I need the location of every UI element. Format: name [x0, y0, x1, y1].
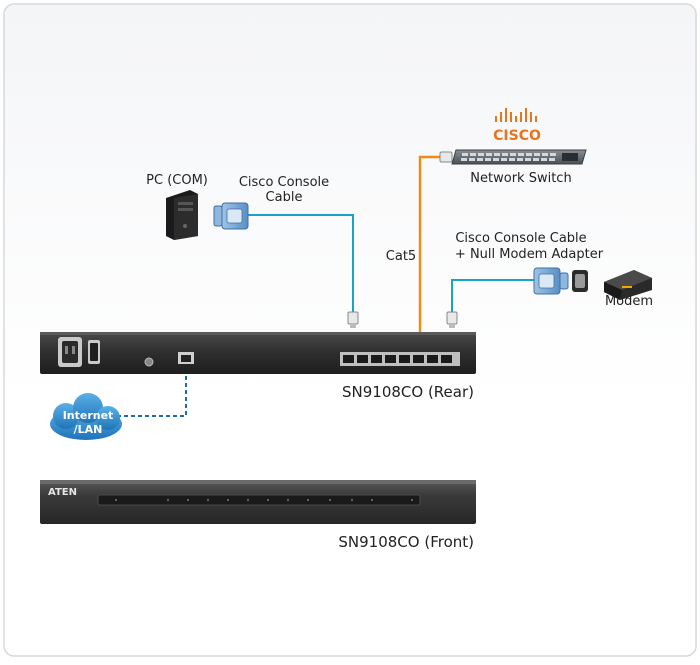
- cisco-console-cable-label-line2: Cable: [266, 190, 303, 205]
- pc-tower-icon: [166, 190, 198, 240]
- lan-cable: [118, 362, 187, 417]
- network-switch-label: Network Switch: [470, 171, 571, 186]
- rj45-plug-icon: [347, 311, 359, 328]
- cisco-console-cable-label-line1: Cisco Console: [239, 175, 329, 190]
- power-inlet-icon: [58, 337, 82, 367]
- internet-cloud-icon: [50, 393, 122, 440]
- serial-ports-icon: [340, 352, 460, 366]
- db9-connector-icon: [213, 202, 249, 230]
- cisco-logo-bars-icon: [495, 108, 537, 122]
- rj45-plug-icon: [439, 151, 453, 163]
- modem-console-cable: [451, 279, 534, 312]
- background-card: [3, 3, 697, 657]
- console-null-label-line1: Cisco Console Cable: [455, 231, 586, 246]
- console-null-label-line2: + Null Modem Adapter: [455, 247, 604, 262]
- sn9108co-rear-device: [40, 332, 476, 374]
- ground-screw-icon: [144, 357, 154, 367]
- pc-label: PC (COM): [146, 173, 208, 188]
- lan-port-icon: [178, 352, 194, 364]
- front-caption: SN9108CO (Front): [338, 533, 474, 551]
- db9-connector-icon: [533, 267, 569, 295]
- rj45-plug-icon: [446, 311, 458, 328]
- internet-label-line2: /LAN: [74, 423, 103, 436]
- pc-console-cable: [248, 214, 354, 312]
- null-modem-adapter-icon: [572, 270, 588, 292]
- internet-label-line1: Internet: [63, 409, 114, 422]
- aten-logo: ATEN: [48, 487, 77, 498]
- sn9108co-front-device: [40, 480, 476, 524]
- rear-caption: SN9108CO (Rear): [342, 383, 474, 401]
- cisco-logo-text: CISCO: [493, 128, 541, 144]
- modem-icon: [604, 270, 652, 300]
- modem-label: Modem: [605, 294, 653, 309]
- power-switch-icon: [88, 340, 100, 364]
- network-switch-icon: [451, 149, 587, 165]
- cat5-label: Cat5: [386, 249, 416, 264]
